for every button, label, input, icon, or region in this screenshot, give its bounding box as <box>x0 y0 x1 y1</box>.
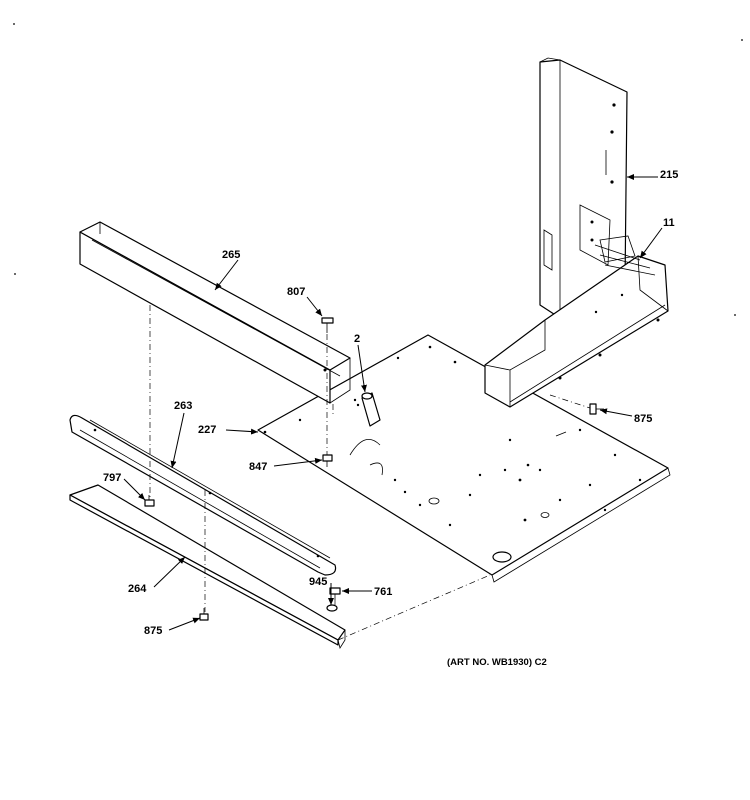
screw-875-right <box>589 403 604 415</box>
callout-807: 807 <box>287 286 305 298</box>
callout-215: 215 <box>660 169 678 181</box>
plate-holes <box>263 345 642 527</box>
callout-761: 761 <box>374 586 392 598</box>
screw-797 <box>144 495 155 507</box>
screw-847 <box>322 454 333 467</box>
rear-trim-channel <box>79 221 351 404</box>
callout-227: 227 <box>198 424 216 436</box>
callout-2: 2 <box>354 333 360 345</box>
right-side-channel <box>484 244 669 408</box>
callout-875-right: 875 <box>634 413 652 425</box>
screw-945 <box>326 604 338 612</box>
leader-lines <box>123 174 663 631</box>
screw-875-left <box>199 608 209 621</box>
callout-847: 847 <box>249 461 267 473</box>
callout-263: 263 <box>174 400 192 412</box>
callout-264: 264 <box>128 583 147 595</box>
rear-wall-panel <box>539 57 636 319</box>
callout-797: 797 <box>103 472 121 484</box>
callout-11: 11 <box>663 217 675 229</box>
front-trim <box>69 414 337 576</box>
art-number: (ART NO. WB1930) C2 <box>447 657 547 668</box>
spacer-2 <box>361 392 381 427</box>
callout-labels: 215 11 265 807 2 875 227 263 847 797 264… <box>103 169 678 668</box>
callout-265: 265 <box>222 249 240 261</box>
specks <box>13 23 743 316</box>
callout-875-left: 875 <box>144 625 162 637</box>
screw-761 <box>329 587 341 600</box>
assembly-lines <box>149 305 591 641</box>
bottom-angle-trim <box>69 484 346 650</box>
base-plate <box>257 334 671 583</box>
callout-945: 945 <box>309 576 327 588</box>
screw-807 <box>321 317 334 333</box>
